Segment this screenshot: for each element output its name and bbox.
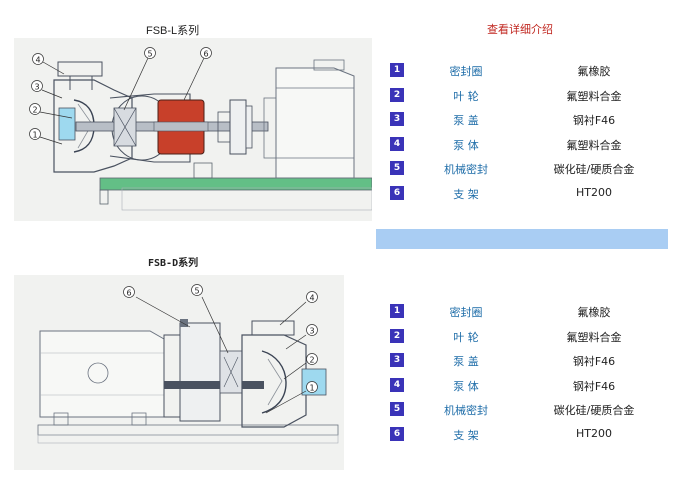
part-material: 钢衬F46	[572, 379, 616, 393]
callout-d-5: 5	[194, 287, 199, 296]
part-name: 支 架	[453, 187, 479, 201]
part-name: 叶 轮	[453, 330, 479, 344]
part-row: 6 支 架 HT200	[390, 185, 650, 210]
fsb-d-drawing: 6 5 4 3 2 1	[37, 284, 339, 444]
part-row: 2 叶 轮 氟塑料合金	[390, 87, 650, 112]
part-number-badge: 6	[390, 185, 404, 200]
part-row: 3 泵 盖 钢衬F46	[390, 111, 650, 136]
part-number-badge: 6	[390, 426, 404, 441]
part-name: 机械密封	[444, 404, 488, 418]
part-name: 叶 轮	[453, 89, 479, 103]
part-name: 支 架	[453, 428, 479, 442]
callout-l-2: 2	[32, 106, 37, 115]
part-row: 1 密封圈 氟橡胶	[390, 62, 650, 87]
base-outline	[121, 187, 372, 211]
part-name: 泵 体	[453, 379, 479, 393]
part-material: HT200	[576, 185, 612, 199]
part-number-badge: 4	[390, 136, 404, 151]
callout-l-6: 6	[203, 50, 208, 59]
part-number-badge: 2	[390, 328, 404, 343]
part-material: HT200	[576, 426, 612, 440]
part-name: 泵 盖	[453, 114, 479, 128]
part-row: 5 机械密封 碳化硅/硬质合金	[390, 160, 650, 185]
fsb-l-drawing: 4 3 2 1 5 6	[29, 47, 372, 211]
part-material: 钢衬F46	[572, 355, 616, 369]
part-number-badge: 5	[390, 402, 404, 417]
fsb-l-diagram: 4 3 2 1 5 6	[14, 38, 372, 221]
callout-l-3: 3	[34, 83, 39, 92]
part-name: 泵 体	[453, 138, 479, 152]
part-number-badge: 1	[390, 304, 404, 318]
part-row: 4 泵 体 氟塑料合金	[390, 136, 650, 161]
fsb-d-diagram: 6 5 4 3 2 1	[14, 275, 344, 470]
part-row: 2 叶 轮 氟塑料合金	[390, 328, 650, 353]
callout-l-4: 4	[35, 56, 40, 65]
part-material: 氟塑料合金	[566, 330, 622, 344]
part-row: 6 支 架 HT200	[390, 426, 650, 451]
details-link[interactable]: 查看详细介绍	[487, 23, 553, 36]
callout-d-4: 4	[309, 294, 314, 303]
coupling	[229, 99, 247, 155]
motor-flange	[163, 334, 181, 418]
callout-d-3: 3	[309, 327, 314, 336]
base-plate	[37, 424, 339, 436]
part-number-badge: 1	[390, 63, 404, 77]
callout-d-1: 1	[309, 384, 314, 393]
inlet	[58, 107, 76, 141]
callout-d-6: 6	[126, 289, 131, 298]
part-material: 氟塑料合金	[566, 89, 622, 103]
drive-motor	[275, 67, 355, 179]
bracket	[179, 322, 221, 422]
part-row: 5 机械密封 碳化硅/硬质合金	[390, 401, 650, 426]
callout-d-2: 2	[309, 356, 314, 365]
part-number-badge: 5	[390, 161, 404, 176]
callout-l-5: 5	[147, 50, 152, 59]
part-name: 密封圈	[449, 306, 483, 319]
bracket-foot	[193, 162, 213, 179]
part-row: 3 泵 盖 钢衬F46	[390, 352, 650, 377]
outlet-flange	[57, 61, 103, 77]
base-foot-left	[99, 189, 109, 205]
part-name: 泵 盖	[453, 355, 479, 369]
part-material: 碳化硅/硬质合金	[553, 163, 635, 177]
part-number-badge: 2	[390, 87, 404, 102]
fsb-d-parts-table: 1 密封圈 氟橡胶 2 叶 轮 氟塑料合金 3 泵 盖 钢衬F46 4 泵 体 …	[390, 303, 650, 451]
motor-shaft-end	[87, 362, 109, 384]
fsb-l-title: FSB-L系列	[146, 25, 200, 37]
callout-l-1: 1	[32, 131, 37, 140]
fsb-d-title: FSB-D系列	[148, 258, 199, 269]
part-name: 机械密封	[444, 163, 488, 177]
part-material: 碳化硅/硬质合金	[553, 404, 635, 418]
base-plate	[99, 177, 372, 191]
part-material: 钢衬F46	[572, 114, 616, 128]
part-material: 氟橡胶	[577, 65, 611, 78]
part-material: 氟橡胶	[577, 306, 611, 319]
part-number-badge: 4	[390, 377, 404, 392]
part-material: 氟塑料合金	[566, 138, 622, 152]
part-number-badge: 3	[390, 353, 404, 368]
fsb-l-parts-table: 1 密封圈 氟橡胶 2 叶 轮 氟塑料合金 3 泵 盖 钢衬F46 4 泵 体 …	[390, 62, 650, 210]
drive-motor	[39, 330, 165, 418]
part-row: 4 泵 体 钢衬F46	[390, 377, 650, 402]
part-row: 1 密封圈 氟橡胶	[390, 303, 650, 328]
part-number-badge: 3	[390, 112, 404, 127]
divider-band	[376, 229, 668, 249]
shaft	[164, 381, 264, 389]
part-name: 密封圈	[449, 65, 483, 78]
impeller	[261, 350, 287, 414]
outlet-flange	[251, 320, 295, 336]
